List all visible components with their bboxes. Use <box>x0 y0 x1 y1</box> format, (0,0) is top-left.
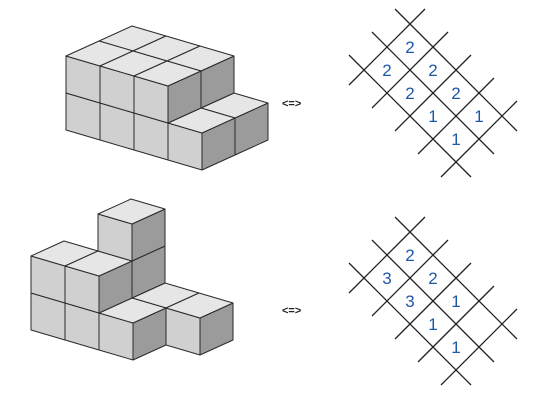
cube-top-face <box>165 292 234 319</box>
cube <box>165 292 234 356</box>
cube <box>98 297 167 361</box>
cube-top-face <box>97 198 166 225</box>
grid-line <box>394 54 472 132</box>
cell-height-value: 1 <box>428 107 437 126</box>
cell-height-value: 2 <box>405 246 414 265</box>
cell-height-value: 2 <box>451 84 460 103</box>
grid-line <box>394 262 472 340</box>
cell-height-value: 2 <box>405 84 414 103</box>
cube <box>167 107 236 171</box>
cube <box>65 40 134 104</box>
cube-stack-2 <box>30 198 234 361</box>
grid-line <box>440 308 518 386</box>
cube <box>99 50 168 114</box>
cell-height-value: 1 <box>451 130 460 149</box>
cell-height-value: 3 <box>405 292 414 311</box>
cell-height-value: 1 <box>451 292 460 311</box>
cube <box>133 60 202 124</box>
grid-line <box>371 31 449 109</box>
grid-line <box>440 100 518 178</box>
grid-line <box>348 216 426 294</box>
cell-height-value: 1 <box>428 315 437 334</box>
cube-top-face <box>133 60 202 87</box>
cube <box>166 45 235 109</box>
cell-height-value: 2 <box>428 61 437 80</box>
cube-stack-1 <box>65 25 269 171</box>
grid-line <box>348 8 426 86</box>
cube <box>64 250 133 314</box>
cell-height-value: 2 <box>428 269 437 288</box>
cell-height-value: 2 <box>382 61 391 80</box>
grid-line <box>417 285 495 363</box>
cell-height-value: 3 <box>382 269 391 288</box>
equivalence-arrow-2: <=> <box>282 305 301 317</box>
cell-height-value: 1 <box>451 338 460 357</box>
cell-height-value: 1 <box>474 107 483 126</box>
equivalence-arrow-1: <=> <box>282 98 301 110</box>
cube <box>97 198 166 262</box>
cell-height-value: 2 <box>405 38 414 57</box>
grid-line <box>371 239 449 317</box>
grid-line <box>417 77 495 155</box>
